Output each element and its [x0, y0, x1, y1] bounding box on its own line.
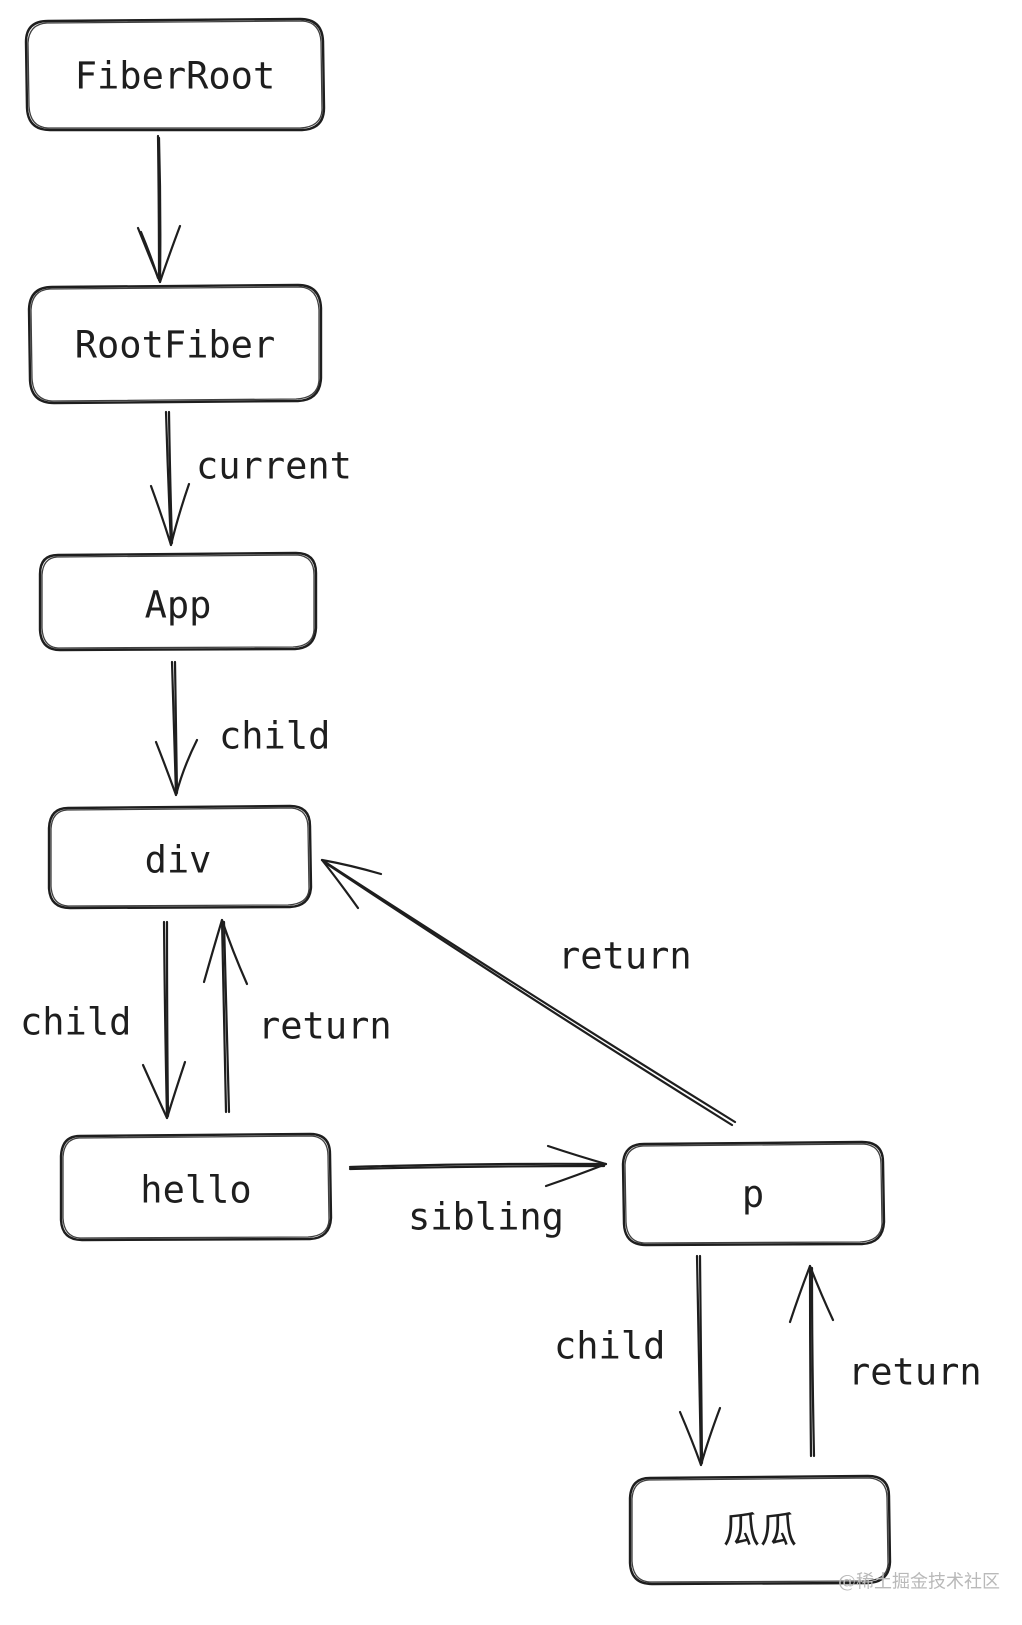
- node-fiberroot: FiberRoot: [24, 17, 326, 132]
- node-rootfiber-label: RootFiber: [75, 324, 275, 367]
- node-guagua: 瓜瓜: [628, 1474, 892, 1586]
- node-p: p: [621, 1140, 886, 1247]
- edge-app-to-div: child: [154, 660, 330, 797]
- node-div-label: div: [145, 839, 212, 882]
- node-guagua-label: 瓜瓜: [723, 1509, 797, 1552]
- edge-hello-to-p: sibling: [348, 1144, 608, 1239]
- node-app-label: App: [145, 584, 212, 627]
- edge-rootfiber-to-app: current: [149, 410, 352, 547]
- node-fiberroot-label: FiberRoot: [75, 55, 275, 98]
- node-app: App: [38, 551, 318, 652]
- node-hello: hello: [59, 1132, 333, 1242]
- edge-label-current: current: [196, 445, 352, 488]
- edge-label-guagua-return: return: [848, 1351, 982, 1394]
- edge-label-app-child: child: [219, 715, 330, 758]
- edge-hello-to-div: return: [202, 918, 392, 1114]
- node-rootfiber: RootFiber: [27, 283, 323, 405]
- edge-label-sibling: sibling: [408, 1196, 564, 1239]
- node-p-label: p: [742, 1173, 764, 1216]
- edge-label-hello-return: return: [258, 1005, 392, 1048]
- edge-fiberroot-to-rootfiber: [136, 134, 182, 284]
- edge-div-to-hello: child: [20, 920, 187, 1120]
- edge-label-p-child: child: [554, 1325, 665, 1368]
- edge-p-to-div: return: [320, 858, 737, 1127]
- edge-guagua-to-p: return: [788, 1264, 982, 1458]
- edge-p-to-guagua: child: [554, 1254, 722, 1467]
- node-hello-label: hello: [140, 1169, 251, 1212]
- edge-label-div-child: child: [20, 1001, 131, 1044]
- node-div: div: [47, 804, 313, 910]
- edge-label-p-return: return: [558, 935, 692, 978]
- watermark: @稀土掘金技术社区: [838, 1572, 1000, 1593]
